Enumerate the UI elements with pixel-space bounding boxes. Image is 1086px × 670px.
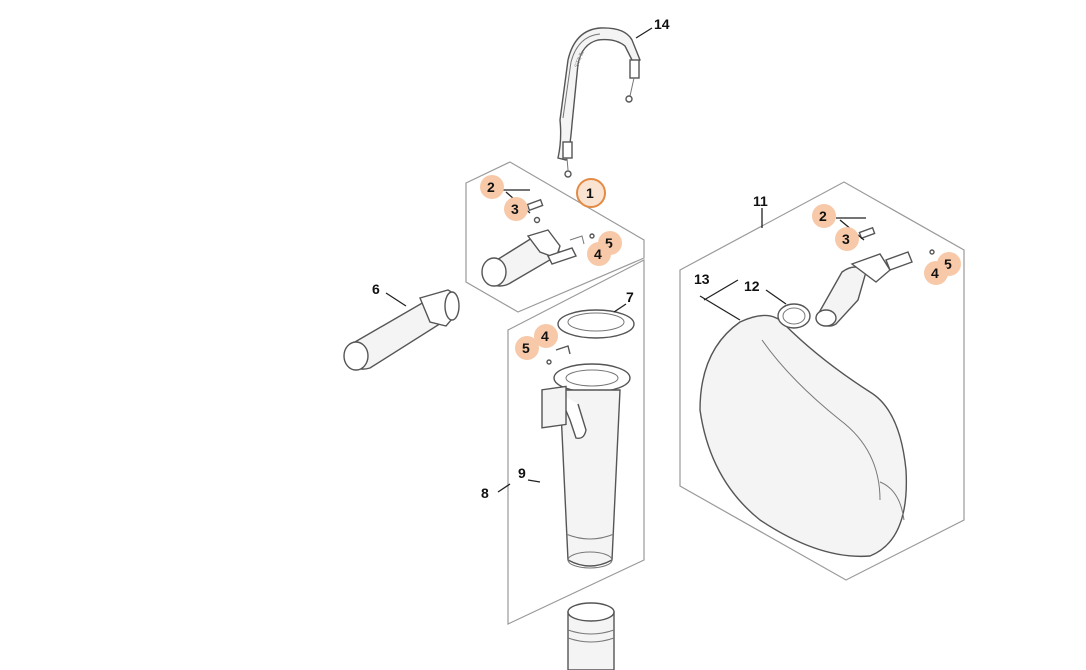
leader-13b [703,279,739,301]
label-a-3: 3 [511,201,519,217]
label-b-5: 5 [522,340,530,356]
svg-text:STIHL: STIHL [574,50,586,69]
label-7: 7 [626,289,634,305]
label-c-2: 2 [819,208,827,224]
leader-13 [699,295,741,321]
leader-14 [635,27,653,39]
callout-bubble-2c[interactable] [812,204,836,228]
intake-housing-icon[interactable] [481,198,595,287]
leader-6 [385,292,407,307]
adapter-ring-icon[interactable] [557,309,635,339]
callout-bubble-4[interactable] [587,242,611,266]
bag-adapter-icon[interactable] [815,226,935,327]
kit-box-c [679,181,965,581]
label-9: 9 [518,465,526,481]
callout-bubble-2[interactable] [480,175,504,199]
callout-selected-1[interactable] [576,178,606,208]
leader-12 [765,289,787,305]
suction-tube-icon[interactable] [541,345,631,569]
label-b-4: 4 [541,328,549,344]
hose-clamp-icon[interactable] [777,303,811,329]
label-12: 12 [744,278,760,294]
label-a-4: 4 [594,246,602,262]
label-a-5: 5 [605,235,613,251]
label-13: 13 [694,271,710,287]
label-6: 6 [372,281,380,297]
collection-bag-icon[interactable] [699,314,908,558]
leader-7 [613,303,627,313]
nozzle-tube-icon[interactable] [343,289,460,371]
lower-tube-icon[interactable] [567,602,615,670]
label-a-2: 2 [487,179,495,195]
leader-9 [527,479,541,483]
kit-box-b [507,259,645,625]
label-11: 11 [753,193,768,209]
leader-8 [497,483,511,493]
label-8: 8 [481,485,489,501]
callout-bubble-3c[interactable] [835,227,859,251]
label-1: 1 [586,185,594,201]
callout-bubble-4c[interactable] [924,261,948,285]
label-14: 14 [654,16,670,32]
callout-bubble-4b[interactable] [534,324,558,348]
callout-bubble-3[interactable] [504,197,528,221]
kit-box-a [465,161,645,313]
shoulder-strap-icon[interactable]: STIHL [557,27,641,178]
label-c-3: 3 [842,231,850,247]
callout-bubble-5b[interactable] [515,336,539,360]
label-c-4: 4 [931,265,939,281]
label-c-5: 5 [944,256,952,272]
